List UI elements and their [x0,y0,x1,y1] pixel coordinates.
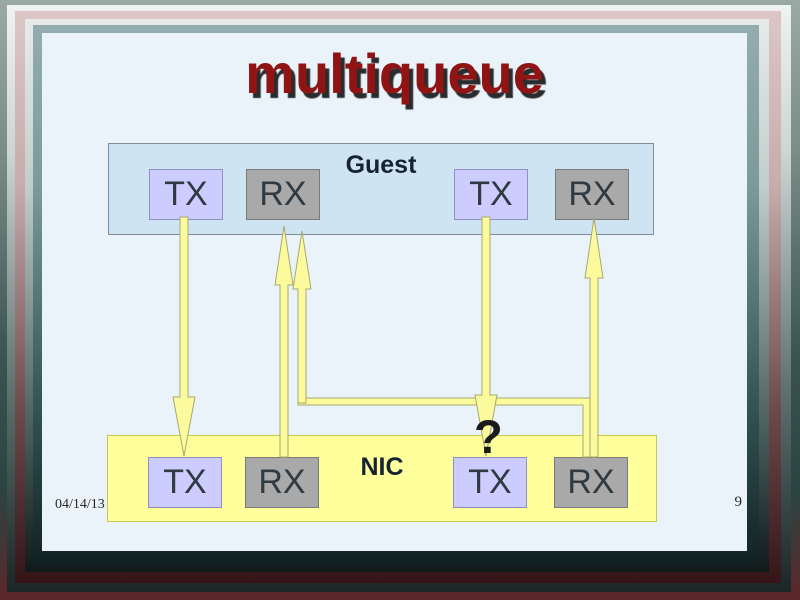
guest-rx2-box: RX [555,169,629,220]
guest-tx1-box: TX [149,169,223,220]
arrow-nic-rx2-elbow-up-icon [292,230,312,404]
queue-label: RX [259,175,307,213]
queue-label: TX [468,463,512,501]
slide-canvas: multiqueue Guest TX RX TX RX NIC TX [42,33,747,551]
slide-date: 04/14/13 [55,497,105,512]
nic-rx1-box: RX [245,457,319,508]
frame-band-rose: multiqueue Guest TX RX TX RX NIC TX [15,11,781,583]
arrow-nic-rx1-up-icon [274,225,294,458]
frame-band-silver: multiqueue Guest TX RX TX RX NIC TX [7,5,791,592]
arrow-nic-rx2-up-icon [584,217,604,458]
slide-title: multiqueue [245,42,544,105]
guest-rx1-box: RX [246,169,320,220]
guest-tx2-box: TX [454,169,528,220]
arrow-guest-tx1-down-icon [172,216,196,457]
nic-box: NIC TX RX TX RX [107,435,657,522]
queue-label: RX [568,175,616,213]
frame-band-teal: multiqueue Guest TX RX TX RX NIC TX [33,25,759,563]
question-mark: ? [474,410,503,463]
nic-label: NIC [360,453,404,481]
queue-label: TX [163,463,207,501]
queue-label: TX [469,175,513,213]
queue-label: RX [258,463,306,501]
nic-tx2-box: TX [453,457,527,508]
queue-label: TX [164,175,208,213]
page-number: 9 [734,494,743,510]
nic-rx2-box: RX [554,457,628,508]
frame-band-white: multiqueue Guest TX RX TX RX NIC TX [25,19,769,572]
guest-box: Guest TX RX TX RX [108,143,654,235]
queue-label: RX [567,463,615,501]
nic-tx1-box: TX [148,457,222,508]
guest-label: Guest [345,151,417,179]
